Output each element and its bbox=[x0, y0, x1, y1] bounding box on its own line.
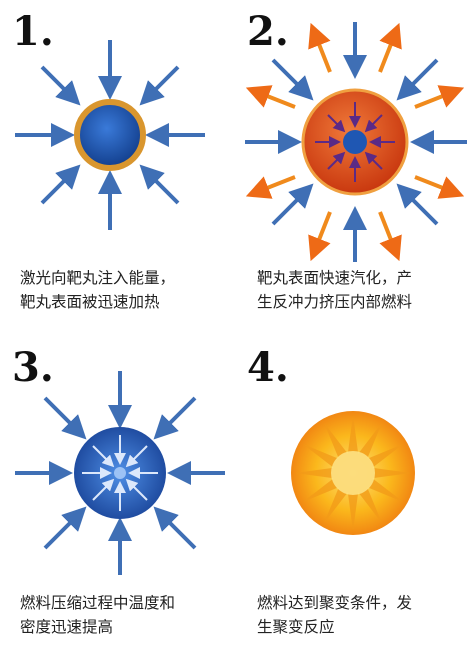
step-1-panel: 1. 激光向靶丸注入能量， 靶丸表面被迅速加热 bbox=[0, 0, 235, 323]
hot-core bbox=[114, 467, 126, 479]
inward-laser-arrows bbox=[245, 22, 467, 262]
step-1-number: 1. bbox=[12, 8, 54, 55]
pellet bbox=[74, 99, 146, 171]
step-1-diagram bbox=[15, 40, 205, 230]
step-2-number: 2. bbox=[247, 8, 289, 55]
step-2-caption: 靶丸表面快速汽化，产 生反冲力挤压内部燃料 bbox=[257, 269, 413, 311]
step-3-diagram bbox=[15, 371, 225, 575]
step-3-number: 3. bbox=[12, 344, 54, 391]
compression-arrows bbox=[315, 102, 395, 182]
step-3-caption: 燃料压缩过程中温度和 密度迅速提高 bbox=[20, 594, 176, 636]
step-2-diagram bbox=[245, 22, 467, 262]
inward-laser-arrows bbox=[15, 371, 225, 575]
pellet-core bbox=[343, 130, 367, 154]
step-4-number: 4. bbox=[247, 344, 289, 391]
inward-laser-arrows bbox=[15, 40, 205, 230]
fusion-core-glow bbox=[331, 451, 375, 495]
step-4-diagram bbox=[291, 411, 415, 535]
outward-ablation-arrows bbox=[245, 22, 465, 262]
step-4-caption: 燃料达到聚变条件，发 生聚变反应 bbox=[257, 594, 413, 636]
step-3-panel: 3. bbox=[0, 323, 235, 646]
step-1-caption: 激光向靶丸注入能量， 靶丸表面被迅速加热 bbox=[20, 269, 176, 311]
step-2-panel: 2. bbox=[235, 0, 470, 323]
step-4-panel: 4. 燃料达到聚变条件，发 生聚变反应 bbox=[235, 323, 470, 646]
compression-arrows bbox=[82, 435, 158, 511]
